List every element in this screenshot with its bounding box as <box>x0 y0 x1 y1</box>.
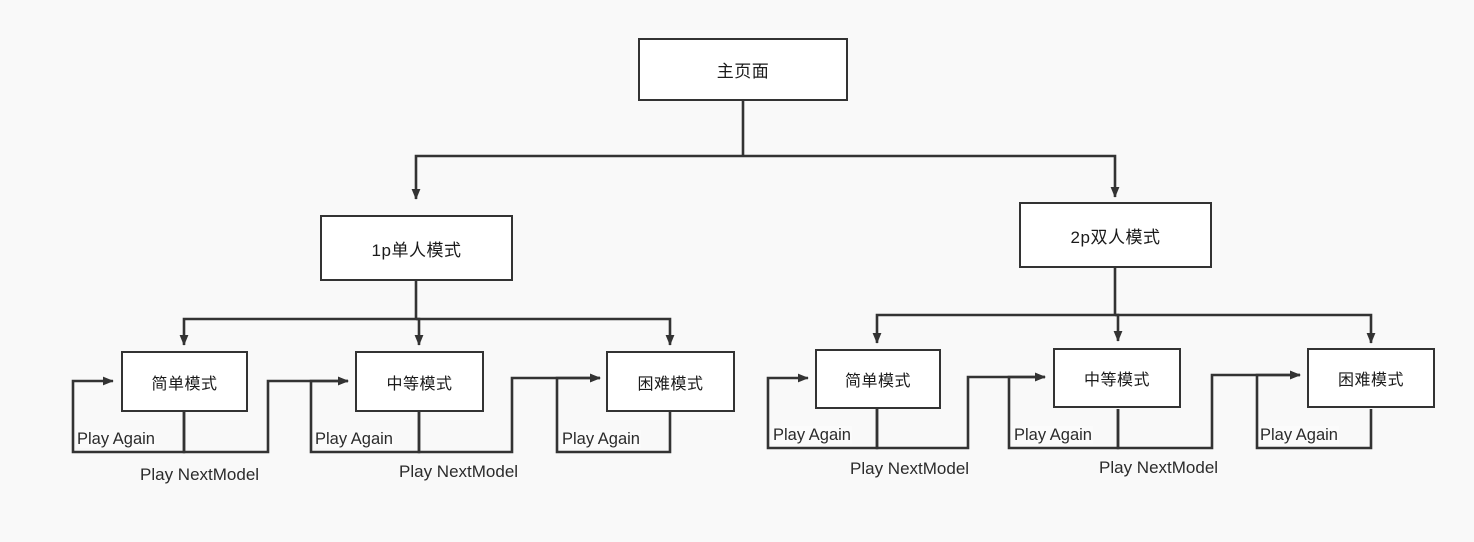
node-1p-medium-mode[interactable]: 中等模式 <box>355 351 484 412</box>
edge-label-2p-easy-play-nextmodel: Play NextModel <box>850 459 970 478</box>
edge-label-1p-easy-play-again: Play Again <box>76 430 156 449</box>
node-single-player-mode[interactable]: 1p单人模式 <box>320 215 513 281</box>
edge-2p-to-easy <box>872 313 1115 344</box>
node-1p-easy-mode[interactable]: 简单模式 <box>121 351 248 412</box>
edge-1p-to-hard <box>416 317 675 346</box>
edge-label-2p-medium-play-again: Play Again <box>1013 426 1093 445</box>
edge-root-to-1p <box>411 154 743 200</box>
node-1p-medium-mode-label: 中等模式 <box>386 375 453 393</box>
edge-2p-to-hard <box>1115 313 1376 344</box>
node-home-page[interactable]: 主页面 <box>638 38 848 101</box>
edge-medium-2p-to-hard <box>1116 370 1301 450</box>
edge-medium-1p-to-hard <box>417 373 601 454</box>
node-single-player-mode-label: 1p单人模式 <box>371 240 462 260</box>
node-1p-hard-mode-label: 困难模式 <box>637 375 704 393</box>
edge-1p-to-medium <box>414 317 424 346</box>
edge-easy-2p-to-medium <box>875 372 1046 450</box>
edge-label-2p-easy-play-again: Play Again <box>772 426 852 445</box>
node-two-player-mode[interactable]: 2p双人模式 <box>1019 202 1212 268</box>
edge-label-1p-medium-play-again: Play Again <box>314 430 394 449</box>
edge-2p-to-medium <box>1113 313 1123 342</box>
edge-easy-1p-to-medium <box>182 376 349 454</box>
edge-label-2p-hard-play-again: Play Again <box>1259 426 1339 445</box>
edge-root-to-2p <box>743 154 1120 198</box>
edge-1p-to-easy <box>179 317 416 346</box>
node-2p-medium-mode-label: 中等模式 <box>1083 372 1150 389</box>
node-2p-hard-mode-label: 困难模式 <box>1337 372 1404 389</box>
edge-label-1p-easy-play-nextmodel: Play NextModel <box>140 465 260 484</box>
node-2p-hard-mode[interactable]: 困难模式 <box>1307 348 1435 408</box>
edge-hard-1p-selfloop <box>555 373 672 454</box>
node-two-player-mode-label: 2p双人模式 <box>1070 227 1161 247</box>
edge-label-1p-hard-play-again: Play Again <box>561 430 641 449</box>
node-2p-easy-mode[interactable]: 简单模式 <box>815 349 941 409</box>
edge-hard-2p-selfloop <box>1255 370 1373 450</box>
node-1p-easy-mode-label: 简单模式 <box>151 375 218 393</box>
node-2p-medium-mode[interactable]: 中等模式 <box>1053 348 1181 408</box>
edge-label-1p-medium-play-nextmodel: Play NextModel <box>399 462 519 481</box>
node-home-page-label: 主页面 <box>716 62 770 81</box>
edge-label-2p-medium-play-nextmodel: Play NextModel <box>1099 458 1219 477</box>
node-2p-easy-mode-label: 简单模式 <box>844 373 911 390</box>
node-1p-hard-mode[interactable]: 困难模式 <box>606 351 735 412</box>
